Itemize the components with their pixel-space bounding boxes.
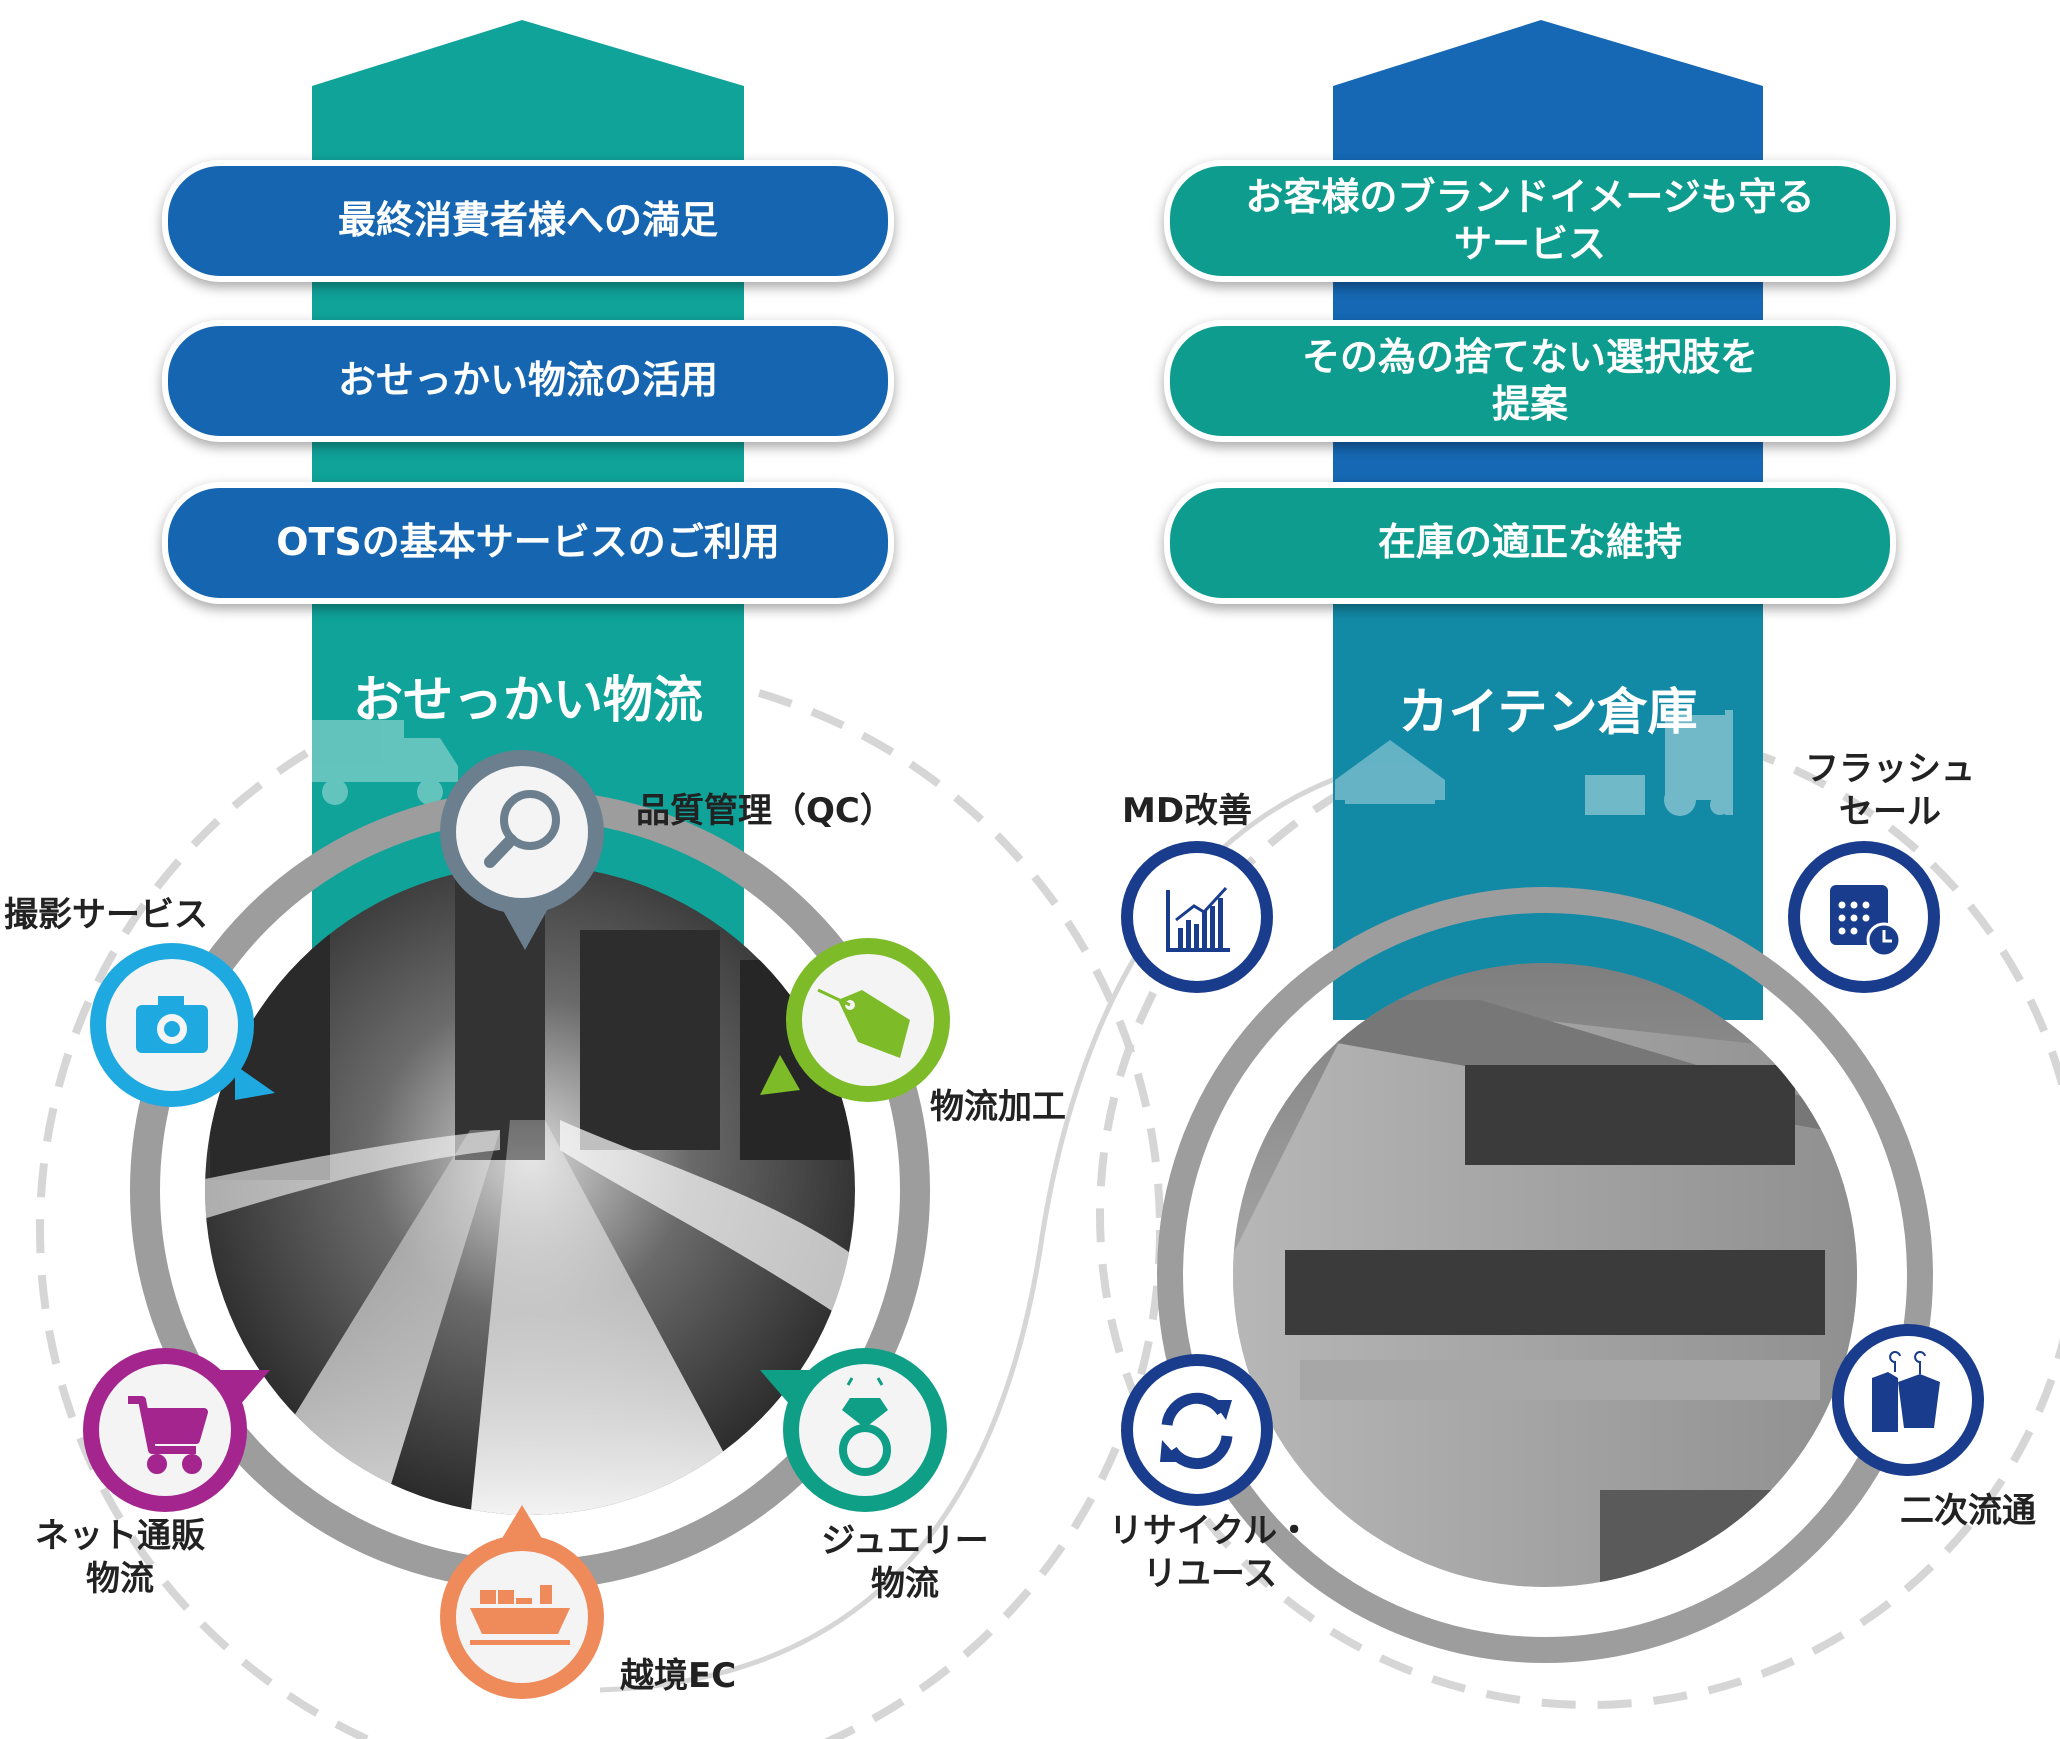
camera-icon [136, 996, 208, 1053]
right-pill-3-text: 在庫の適正な維持 [1377, 520, 1682, 565]
cross-border-label: 越境EC [620, 1656, 737, 1696]
flash-sale-badge[interactable] [1788, 841, 1940, 993]
right-pill-2: その為の捨てない選択肢を 提案 [1164, 320, 1896, 442]
left-pill-1: 最終消費者様への満足 [162, 160, 894, 282]
left-pill-3-text: OTSの基本サービスのご利用 [276, 520, 780, 565]
left-pill-2: おせっかい物流の活用 [162, 320, 894, 442]
shopping-cart-icon [128, 1396, 208, 1474]
right-title: カイテン倉庫 [1398, 683, 1698, 741]
truck-icon [312, 720, 458, 805]
calendar-clock-icon [1830, 885, 1902, 958]
secondary-distribution-label: 二次流通 [1900, 1491, 2036, 1531]
price-tag-icon [817, 988, 910, 1058]
right-pill-1: お客様のブランドイメージも守る サービス [1164, 160, 1896, 282]
right-service-ring [1157, 887, 1933, 1663]
left-pill-2-text: おせっかい物流の活用 [337, 358, 718, 403]
growth-chart-icon [1166, 886, 1230, 952]
recycle-icon [1160, 1392, 1233, 1470]
left-pill-1-text: 最終消費者様への満足 [337, 198, 718, 243]
recycle-badge[interactable] [1121, 1354, 1273, 1506]
processing-label: 物流加工 [930, 1087, 1066, 1127]
md-label: MD改善 [1122, 791, 1253, 831]
search-icon [484, 790, 560, 868]
jewelry-label: ジュエリー 物流 [821, 1521, 989, 1604]
qc-label: 品質管理（QC） [636, 791, 894, 831]
left-pill-3: OTSの基本サービスのご利用 [162, 482, 894, 604]
net-shop-label: ネット通販 物流 [35, 1516, 205, 1599]
net-shop-badge[interactable] [83, 1348, 270, 1512]
connector-wave [599, 757, 1401, 1693]
secondary-distribution-badge[interactable] [1832, 1324, 1984, 1476]
forklift-icon [1585, 710, 1733, 816]
md-badge[interactable] [1121, 841, 1273, 993]
city-night-photo [205, 865, 855, 1515]
cross-border-badge[interactable] [440, 1505, 604, 1699]
warehouse-icon [1335, 740, 1445, 804]
right-pill-3: 在庫の適正な維持 [1164, 482, 1896, 604]
photo-service-badge[interactable] [90, 943, 275, 1107]
right-pill-1-text: お客様のブランドイメージも守る サービス [1245, 174, 1815, 267]
processing-badge[interactable] [760, 938, 950, 1102]
warehouse-photo [1233, 963, 1857, 1587]
cargo-ship-icon [470, 1585, 570, 1645]
left-title: おせっかい物流 [353, 671, 703, 729]
photo-service-label: 撮影サービス [4, 895, 208, 935]
right-pill-2-text: その為の捨てない選択肢を 提案 [1301, 334, 1758, 427]
jewelry-badge[interactable] [760, 1348, 947, 1512]
recycle-label: リサイクル・ リユース [1108, 1511, 1312, 1594]
hanging-clothes-icon [1872, 1351, 1940, 1432]
flash-sale-label: フラッシュ セール [1805, 749, 1975, 832]
diamond-ring-icon [839, 1377, 891, 1476]
qc-badge[interactable] [440, 750, 604, 950]
